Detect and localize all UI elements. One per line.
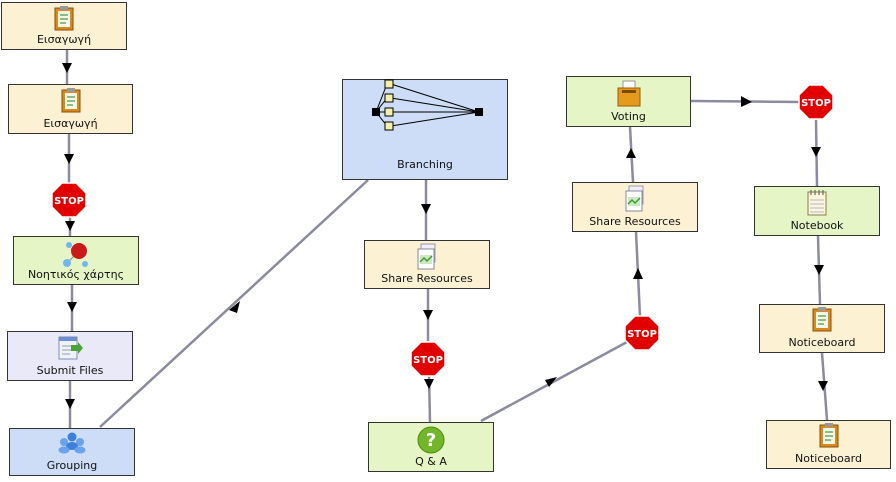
branching-icon — [372, 79, 483, 131]
noticeboard-icon — [54, 6, 74, 31]
question-icon: ? — [417, 426, 445, 454]
stop-sign-icon — [798, 84, 834, 120]
share-resources-icon — [417, 243, 436, 270]
stop-gate-3[interactable]: STOP — [624, 315, 660, 351]
activity-node-introduction-1[interactable]: Εισαγωγή — [1, 2, 127, 50]
arrowhead — [741, 96, 752, 107]
activity-label: Share Resources — [589, 215, 681, 228]
activity-label: Εισαγωγή — [43, 117, 98, 130]
arrowhead — [421, 204, 431, 214]
arrowhead — [64, 154, 74, 164]
activity-node-notebook[interactable]: Notebook — [754, 186, 880, 236]
grouping-icon — [58, 432, 86, 454]
activity-label: Noticeboard — [788, 336, 856, 349]
arrowhead — [424, 379, 434, 389]
activity-label: Grouping — [46, 459, 98, 472]
activity-node-voting[interactable]: Voting — [566, 76, 691, 127]
arrowhead — [626, 148, 636, 158]
arrowhead — [229, 301, 240, 313]
arrowhead — [818, 381, 828, 391]
activity-label: Share Resources — [381, 272, 473, 285]
activity-node-introduction-2[interactable]: Εισαγωγή — [8, 84, 133, 134]
activity-label: Voting — [611, 110, 646, 123]
activity-node-q-and-a[interactable]: ? Q & A — [368, 422, 494, 472]
activity-node-grouping[interactable]: Grouping — [9, 428, 135, 476]
arrowhead — [811, 147, 821, 157]
activity-node-share-resources-2[interactable]: Share Resources — [572, 182, 698, 232]
activity-node-noticeboard-1[interactable]: Noticeboard — [759, 304, 885, 353]
stop-label: STOP — [413, 355, 443, 366]
activity-node-noticeboard-2[interactable]: Noticeboard — [766, 420, 891, 469]
stop-gate-1[interactable]: STOP — [51, 182, 87, 218]
arrowhead — [633, 268, 643, 279]
stop-sign-icon — [410, 341, 446, 377]
arrowhead — [423, 310, 433, 320]
stop-label: STOP — [627, 329, 657, 340]
arrowhead — [65, 399, 75, 409]
share-resources-icon — [625, 185, 644, 212]
noticeboard-icon — [819, 423, 838, 448]
svg-text:?: ? — [426, 430, 436, 451]
voting-icon — [617, 80, 640, 107]
activity-label: Submit Files — [36, 364, 104, 377]
stop-gate-2[interactable]: STOP — [410, 341, 446, 377]
activity-node-mindmap[interactable]: Νοητικός χάρτης — [13, 236, 139, 285]
stop-sign-icon — [51, 182, 87, 218]
connector-n5-n6 — [99, 179, 369, 428]
activity-node-branching[interactable]: Branching — [342, 79, 508, 180]
activity-label: Νοητικός χάρτης — [27, 268, 125, 281]
connector-n8-stop3 — [480, 340, 628, 423]
activity-label: Noticeboard — [795, 452, 862, 465]
notebook-icon — [807, 190, 827, 216]
stop-gate-4[interactable]: STOP — [798, 84, 834, 120]
activity-node-share-resources-1[interactable]: Share Resources — [364, 240, 490, 289]
activity-node-submit-files[interactable]: Submit Files — [7, 331, 133, 381]
arrowhead — [62, 63, 72, 73]
noticeboard-icon — [61, 88, 80, 113]
activity-label: Branching — [397, 158, 453, 171]
arrowhead — [65, 221, 75, 231]
activity-label: Εισαγωγή — [36, 33, 92, 46]
stop-sign-icon — [624, 315, 660, 351]
stop-label: STOP — [801, 98, 831, 109]
stop-label: STOP — [54, 196, 84, 207]
arrowhead — [545, 377, 557, 387]
mindmap-icon — [63, 242, 88, 267]
activity-label: Q & A — [415, 455, 447, 468]
noticeboard-icon — [812, 307, 832, 332]
activity-label: Notebook — [790, 219, 844, 232]
submit-files-icon — [58, 336, 83, 360]
arrowhead — [814, 265, 824, 275]
arrowhead — [67, 302, 77, 312]
